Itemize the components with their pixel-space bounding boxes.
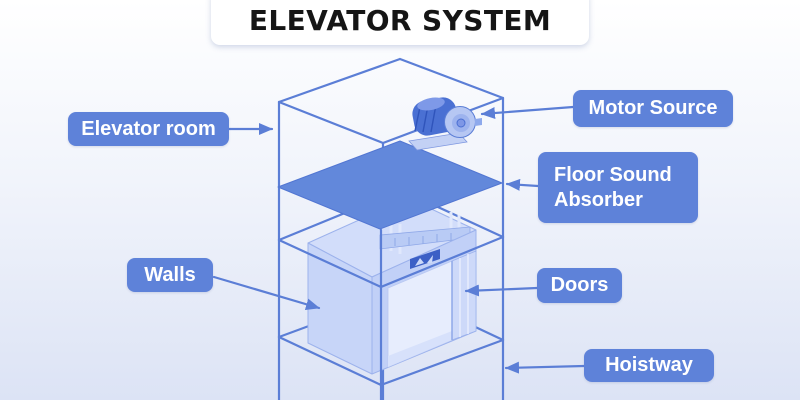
label-doors-text: Doors — [550, 274, 609, 296]
label-elevator-room-text: Elevator room — [81, 117, 216, 140]
arrow-floor-sound-absorber — [505, 178, 540, 191]
leader-arrows — [212, 105, 586, 374]
label-floor-sound-absorber-text: Floor Sound Absorber — [554, 163, 672, 211]
motor-base — [408, 132, 468, 151]
door-panels — [451, 250, 477, 341]
motor-illustration — [408, 97, 482, 151]
motor-hub — [456, 118, 466, 128]
label-doors: Doors — [537, 268, 622, 303]
label-motor-source: Motor Source — [573, 90, 733, 127]
page-title-text: ELEVATOR SYSTEM — [248, 4, 552, 37]
label-floor-sound-absorber: Floor Sound Absorber — [538, 152, 698, 223]
cab-doors — [451, 250, 477, 341]
label-walls: Walls — [127, 258, 213, 292]
label-hoistway-text: Hoistway — [605, 354, 693, 376]
arrow-walls — [212, 275, 321, 311]
arrow-motor-source — [480, 105, 575, 119]
floor-sound-absorber-plate — [277, 140, 503, 230]
label-motor-source-text: Motor Source — [588, 97, 718, 119]
label-walls-text: Walls — [144, 263, 196, 286]
cab-beam-ticks — [394, 233, 452, 246]
arrow-hoistway — [504, 361, 586, 374]
label-hoistway: Hoistway — [584, 349, 714, 382]
floor-indicator-panel — [410, 249, 440, 269]
motor-top-highlight — [417, 97, 445, 111]
indicator-up-arrow-icon — [415, 258, 424, 266]
label-elevator-room: Elevator room — [68, 112, 229, 146]
arrow-doors — [464, 284, 539, 297]
cab-interior-floor — [388, 331, 452, 367]
elevator-cab — [307, 197, 477, 375]
indicator-down-arrow-icon — [427, 255, 433, 263]
motor-shaft — [475, 118, 482, 126]
page-title: ELEVATOR SYSTEM — [211, 0, 589, 45]
shaft-front-edges — [277, 228, 505, 400]
